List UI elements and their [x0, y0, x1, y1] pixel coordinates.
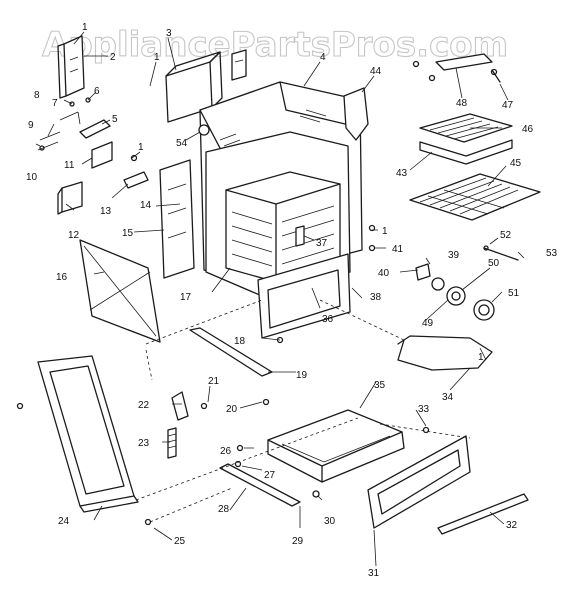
callout-38: 38: [370, 292, 382, 303]
callout-13: 13: [100, 206, 112, 217]
part-outer-door-24: [16, 355, 139, 513]
part-drawer-rail-28: [219, 463, 320, 507]
callout-39: 39: [448, 250, 460, 261]
assembly-guide-lines: [135, 299, 471, 523]
callout-4: 4: [320, 52, 326, 63]
callout-1: 1: [154, 52, 160, 63]
part-bake-element-34: [397, 335, 493, 371]
callout-22: 22: [138, 400, 150, 411]
callout-7: 7: [52, 98, 58, 109]
callout-12: 12: [68, 230, 80, 241]
callout-49: 49: [422, 318, 434, 329]
callout-44: 44: [370, 66, 382, 77]
callout-32: 32: [506, 520, 518, 531]
callout-45: 45: [510, 158, 522, 169]
callout-27: 27: [264, 470, 276, 481]
callout-40: 40: [378, 268, 390, 279]
callout-41: 41: [392, 244, 404, 255]
callout-24: 24: [58, 516, 70, 527]
callout-35: 35: [374, 380, 386, 391]
part-drawer-35: [234, 409, 405, 483]
callout-28: 28: [218, 504, 230, 515]
part-clip-13: [123, 154, 149, 189]
callout-30: 30: [324, 516, 336, 527]
part-trim-32: [437, 493, 529, 535]
part-oven-rack-45: [409, 173, 541, 221]
callout-1: 1: [138, 142, 144, 153]
callout-15: 15: [122, 228, 134, 239]
callout-17: 17: [180, 292, 192, 303]
callout-43: 43: [396, 168, 408, 179]
part-bracket-2: [57, 35, 85, 99]
callout-1: 1: [478, 352, 484, 363]
part-oven-door-frame-36: [257, 253, 351, 339]
callout-20: 20: [226, 404, 238, 415]
watermark-logo: AppliancePartsPros.com: [42, 25, 508, 65]
callout-37: 37: [316, 238, 328, 249]
part-switch-assembly: [37, 97, 113, 169]
callout-6: 6: [94, 86, 100, 97]
part-door-panel-16: [79, 239, 161, 343]
callout-48: 48: [456, 98, 468, 109]
callout-10: 10: [26, 172, 38, 183]
part-clip-top: [231, 49, 247, 81]
callout-36: 36: [322, 314, 334, 325]
callout-26: 26: [220, 446, 232, 457]
callout-21: 21: [208, 376, 220, 387]
callout-labels: 1 2 1 3 4 44 48 47 6 8 7 9 5 10 11 54 1 …: [26, 22, 558, 579]
callout-53: 53: [546, 248, 558, 259]
callout-23: 23: [138, 438, 150, 449]
part-broiler-pan-46: [419, 113, 513, 165]
callout-1: 1: [82, 22, 88, 33]
callout-18: 18: [234, 336, 246, 347]
callout-3: 3: [166, 28, 172, 39]
callout-8: 8: [34, 90, 40, 101]
part-handle-48: [412, 53, 493, 82]
callout-9: 9: [28, 120, 34, 131]
callout-46: 46: [522, 124, 534, 135]
part-bracket-12: [57, 181, 83, 215]
callout-47: 47: [502, 100, 514, 111]
callout-50: 50: [488, 258, 500, 269]
part-hinge-22: [167, 391, 208, 459]
part-side-panel-15: [159, 159, 195, 279]
callout-19: 19: [296, 370, 308, 381]
part-oven-body: [199, 81, 363, 297]
callout-16: 16: [56, 272, 68, 283]
part-hinge-44: [343, 87, 369, 141]
callout-51: 51: [508, 288, 520, 299]
part-element-37: [295, 225, 305, 247]
callout-33: 33: [418, 404, 430, 415]
callout-29: 29: [292, 536, 304, 547]
callout-11: 11: [64, 160, 75, 171]
callout-2: 2: [110, 52, 116, 63]
part-screw-25: [144, 518, 152, 526]
part-knob-54: [198, 124, 210, 136]
callout-54: 54: [176, 138, 188, 149]
callout-leaders: [35, 31, 525, 567]
callout-34: 34: [442, 392, 454, 403]
callout-52: 52: [500, 230, 512, 241]
callout-5: 5: [112, 114, 118, 125]
callout-1: 1: [382, 226, 388, 237]
callout-25: 25: [174, 536, 186, 547]
part-screw-47: [490, 68, 501, 83]
part-drawer-front-31: [367, 426, 471, 529]
callout-14: 14: [140, 200, 152, 211]
callout-31: 31: [368, 568, 380, 579]
